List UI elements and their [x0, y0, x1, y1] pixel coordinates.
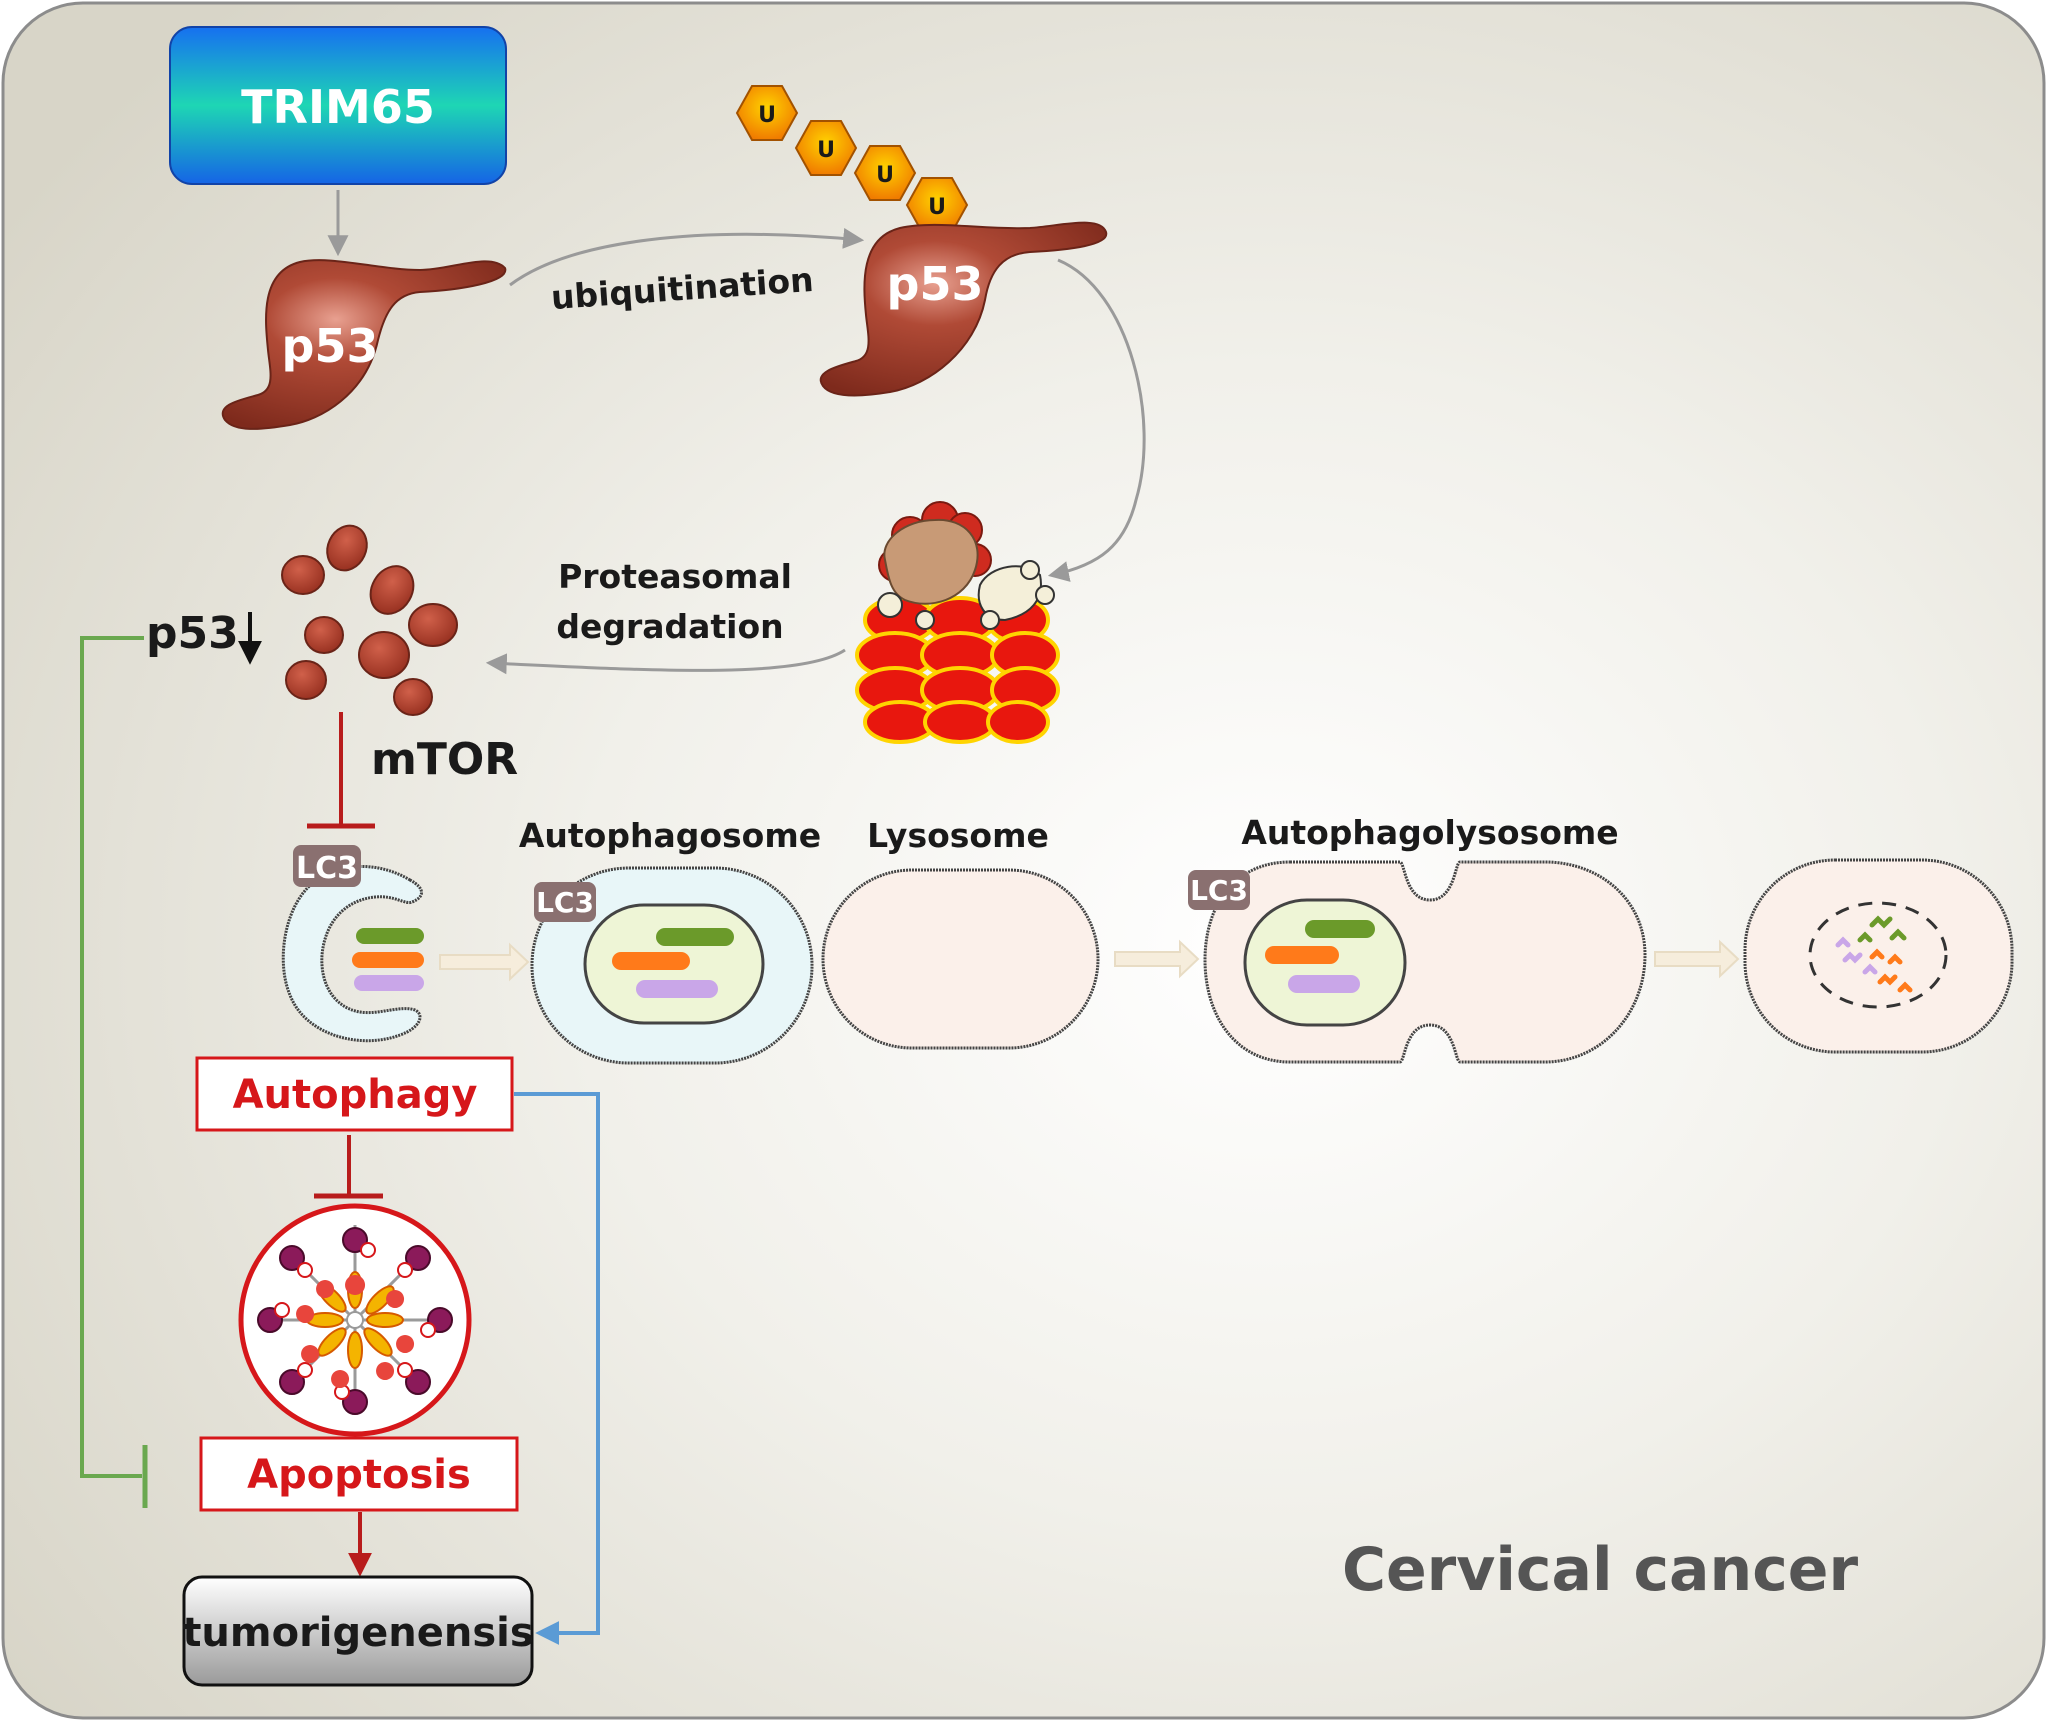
proteasomal-label: Proteasomal [558, 557, 792, 596]
p53-down-label: p53 [146, 608, 239, 659]
ubiquitination-arrow [509, 227, 865, 287]
apoptosome [238, 1203, 472, 1437]
ubiquitin-tag-3: U [876, 163, 894, 188]
p53-protein-right: p53 [819, 221, 1108, 397]
lc3-label-3: LC3 [1190, 874, 1248, 907]
trim65-node: TRIM65 [169, 26, 507, 185]
tumorigenensis-label: tumorigenensis [182, 1610, 533, 1656]
autophagosome [530, 866, 814, 1065]
stage-arrow-1 [439, 942, 530, 982]
degraded-p53-fragments [281, 524, 458, 716]
lc3-label-1: LC3 [296, 851, 358, 886]
autophagolysosome [1203, 860, 1647, 1064]
p53-label-right: p53 [887, 257, 984, 311]
p53-protein-left: p53 [221, 259, 507, 430]
context-label: Cervical cancer [1342, 1535, 1859, 1605]
lysosome [821, 868, 1100, 1050]
phagophore [281, 865, 424, 1043]
lysosome-label: Lysosome [867, 816, 1049, 855]
ubiquitin-tag-4: U [928, 195, 946, 220]
ubiquitin-tag-2: U [817, 138, 835, 163]
lc3-tag-1: LC3 [293, 845, 361, 887]
autophagolysosome-label: Autophagolysosome [1241, 813, 1618, 852]
lc3-tag-3: LC3 [1188, 870, 1250, 910]
tumorigenensis-node: tumorigenensis [182, 1575, 534, 1687]
p53-inhibit-apoptosis-line [80, 636, 144, 1478]
degraded-vesicle [1743, 858, 2014, 1054]
proteasome [855, 501, 1060, 744]
p53-to-proteasome-arrow [1047, 258, 1146, 582]
trim65-label: TRIM65 [241, 80, 435, 134]
apoptosis-node: Apoptosis [199, 1436, 519, 1512]
stage-arrow-2 [1114, 939, 1200, 979]
degradation-label: degradation [556, 607, 783, 646]
autophagosome-label: Autophagosome [519, 816, 821, 855]
autophagy-label: Autophagy [233, 1072, 478, 1118]
p53-label-left: p53 [282, 319, 379, 373]
ubiquitin-tag-1: U [758, 103, 776, 128]
mtor-label: mTOR [371, 734, 518, 785]
stage-arrow-3 [1654, 939, 1740, 979]
ubiquitin-chain: U U U U [735, 85, 969, 233]
lc3-tag-2: LC3 [534, 882, 596, 922]
lc3-label-2: LC3 [536, 886, 594, 919]
degradation-arrow [485, 648, 846, 675]
autophagy-node: Autophagy [195, 1056, 514, 1132]
apoptosis-label: Apoptosis [247, 1452, 471, 1498]
autophagy-to-tumor-arrow [514, 1092, 600, 1645]
